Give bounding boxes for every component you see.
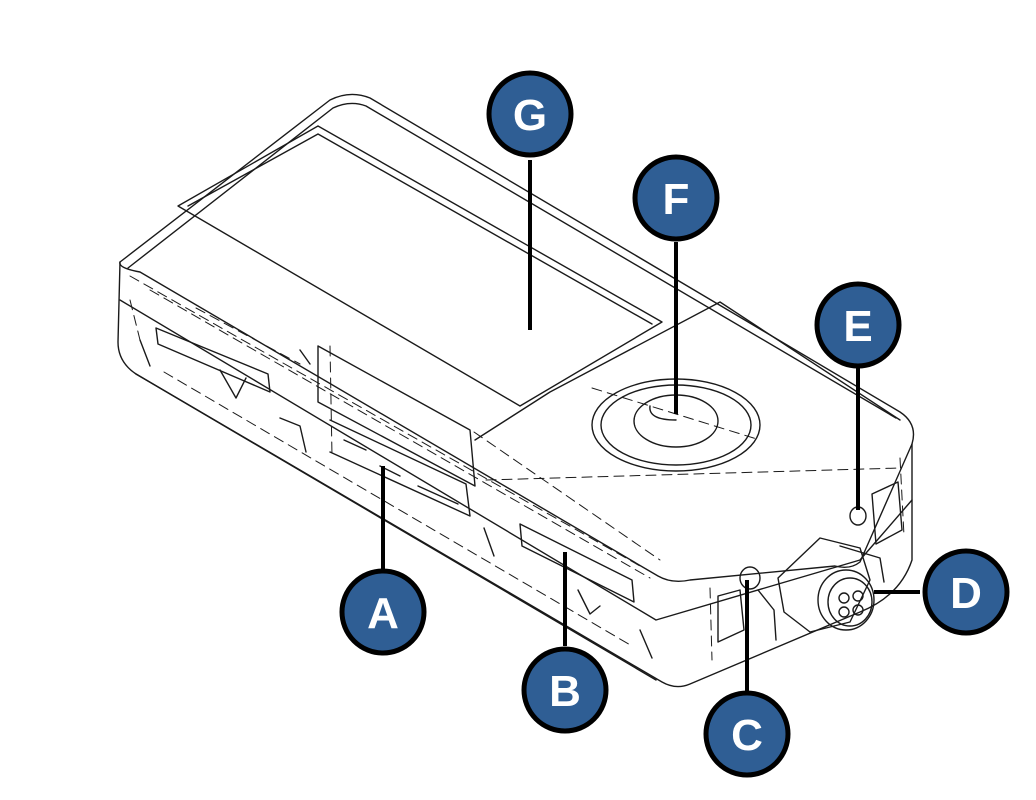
- side-slot-b: [519, 523, 635, 603]
- device-body: [117, 261, 913, 688]
- callout-label-f: F: [663, 175, 690, 224]
- callout-e: E: [814, 281, 902, 369]
- callout-a: A: [339, 568, 427, 656]
- side-slot-a-upper: [155, 327, 271, 393]
- callout-c: C: [703, 690, 791, 778]
- screen: [177, 125, 663, 407]
- callout-f: F: [632, 154, 720, 242]
- callout-layer: A B C D E F G: [339, 70, 1010, 778]
- device-top-face: [119, 93, 915, 583]
- callout-label-d: D: [950, 569, 982, 618]
- callout-circle-e: [814, 281, 902, 369]
- callout-label-g: G: [513, 91, 547, 140]
- leader-lines: [381, 160, 920, 694]
- callout-g: G: [486, 70, 574, 158]
- callout-circle-c: [703, 690, 791, 778]
- callout-circle-g: [486, 70, 574, 158]
- callout-circle-f: [632, 154, 720, 242]
- callout-b: B: [521, 646, 609, 734]
- callout-label-c: C: [731, 711, 763, 760]
- callout-circle-d: [922, 548, 1010, 636]
- callout-circle-a: [339, 568, 427, 656]
- callout-d: D: [922, 548, 1010, 636]
- callout-label-e: E: [843, 302, 872, 351]
- callout-label-a: A: [367, 589, 399, 638]
- callout-label-b: B: [549, 667, 581, 716]
- port-c: [739, 566, 761, 590]
- callout-circle-b: [521, 646, 609, 734]
